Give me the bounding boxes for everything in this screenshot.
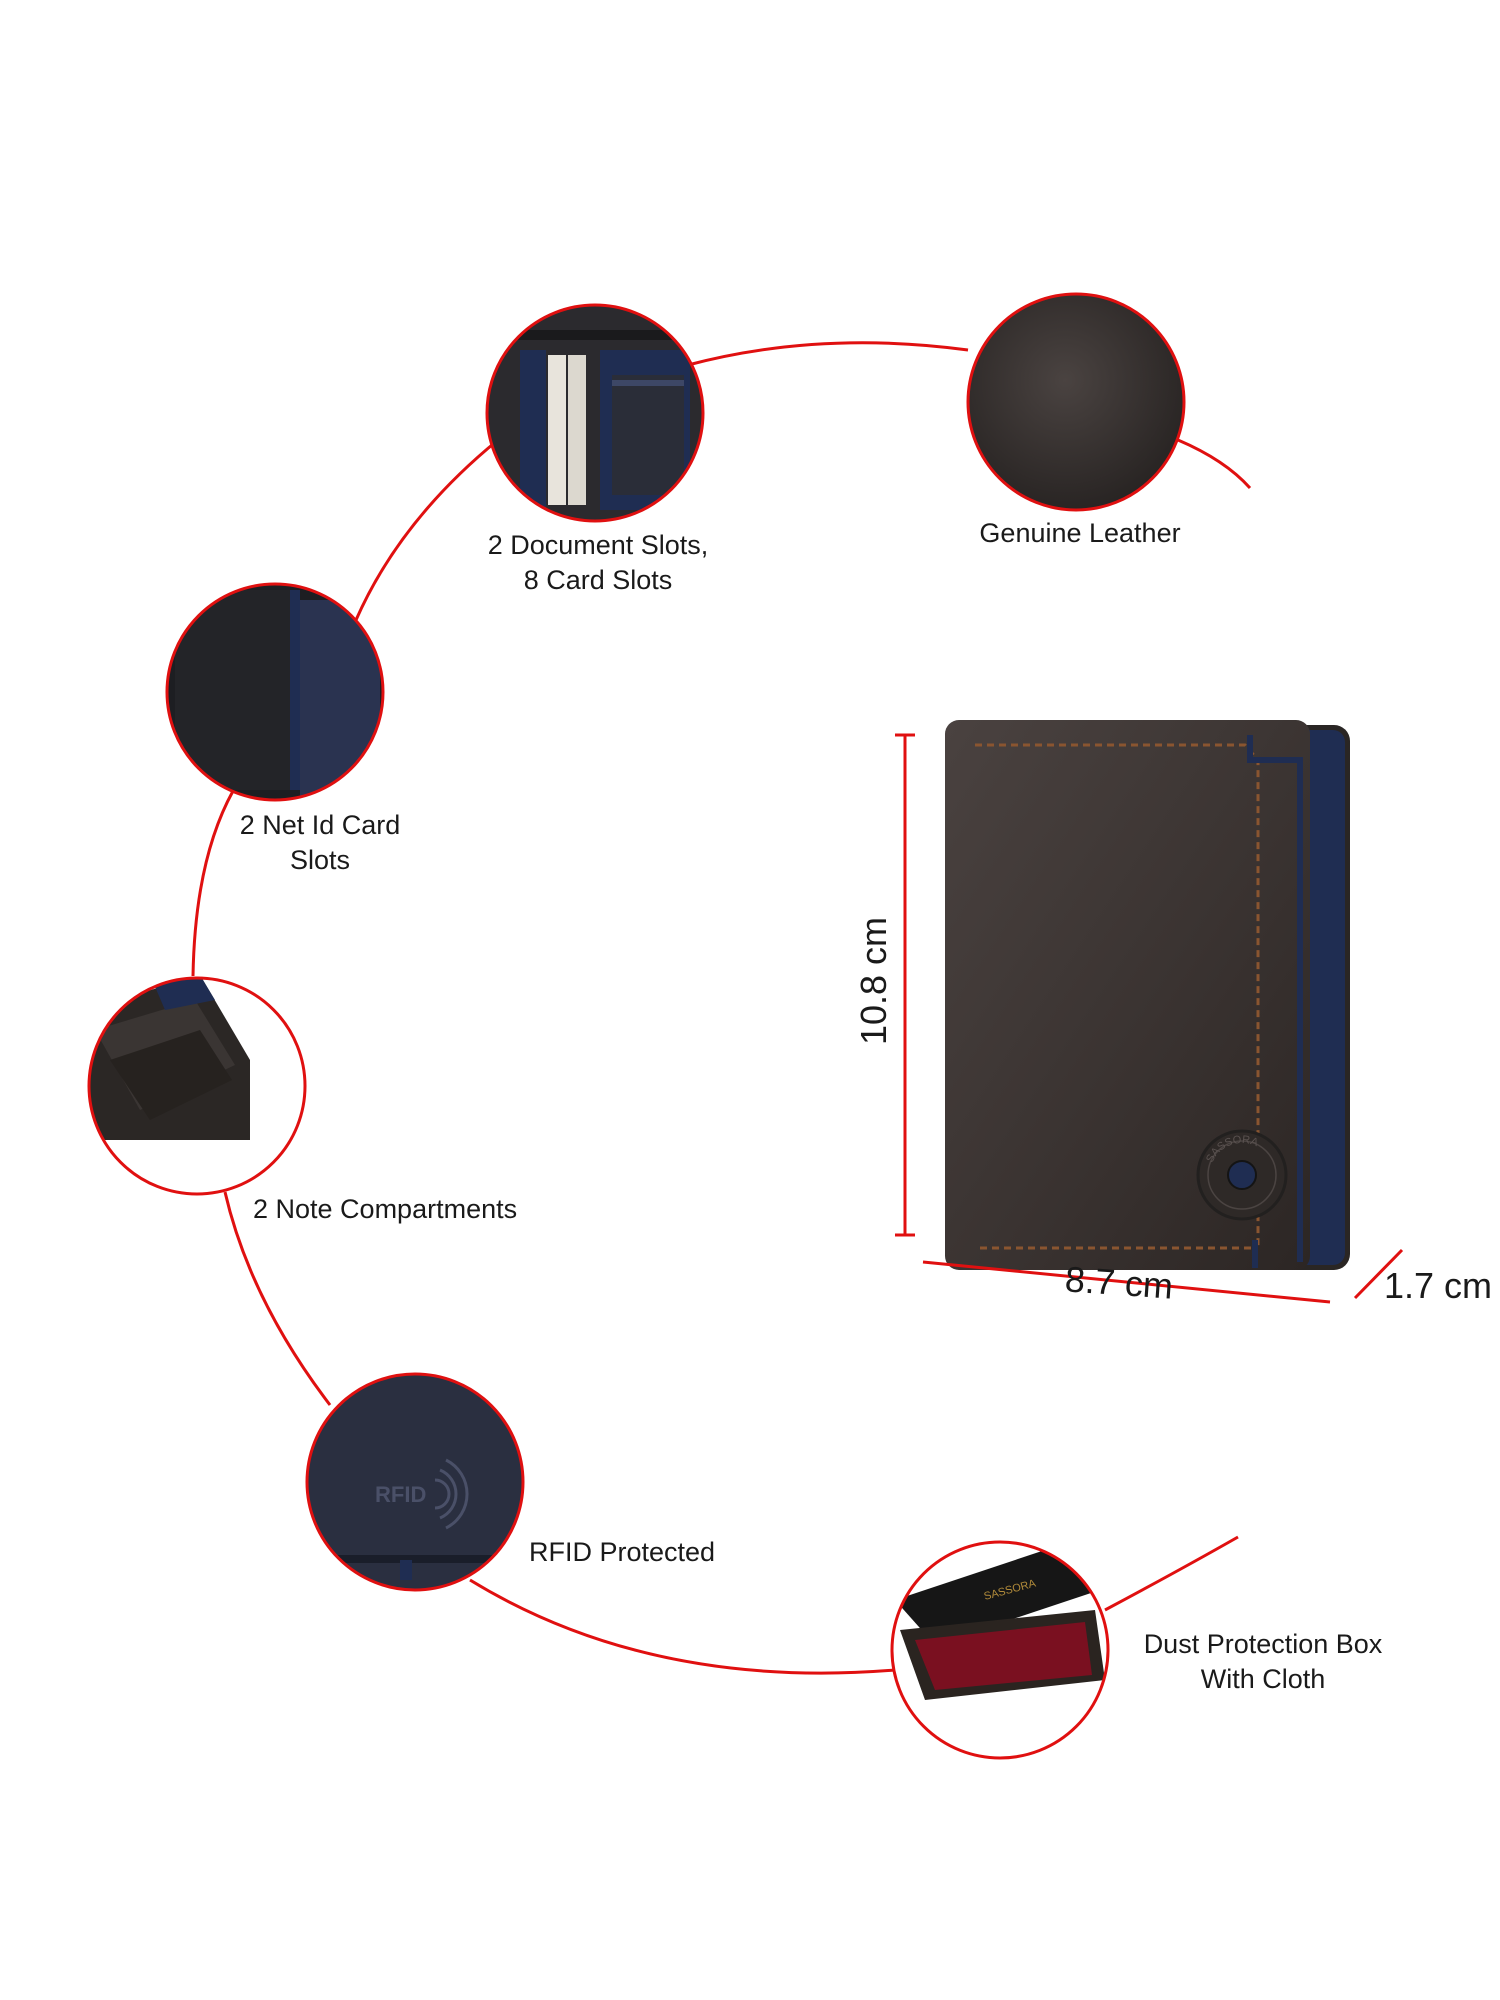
label-document-slots: 2 Document Slots, 8 Card Slots bbox=[487, 530, 709, 595]
label-note-compartments: 2 Note Compartments bbox=[253, 1194, 518, 1224]
note-compartments-thumbnail bbox=[87, 976, 307, 1196]
wallet-product-image: SASSORA bbox=[945, 720, 1350, 1270]
label-net-id-slots: 2 Net Id Card Slots bbox=[239, 810, 401, 875]
dimension-width: 8.7 cm bbox=[1063, 1258, 1175, 1307]
net-id-slots-thumbnail bbox=[165, 582, 385, 802]
genuine-leather-thumbnail bbox=[966, 292, 1186, 512]
document-slots-thumbnail bbox=[485, 303, 705, 523]
dust-box-thumbnail: SASSORA bbox=[890, 1540, 1110, 1760]
label-genuine-leather: Genuine Leather bbox=[979, 518, 1181, 548]
connector-arc bbox=[191, 341, 1252, 1675]
dimension-height: 10.8 cm bbox=[853, 916, 895, 1046]
rfid-emboss-text: RFID bbox=[375, 1482, 426, 1507]
rfid-thumbnail: RFID bbox=[305, 1372, 525, 1592]
label-dust-box: Dust Protection Box With Cloth bbox=[1143, 1629, 1383, 1694]
label-rfid: RFID Protected bbox=[529, 1537, 716, 1567]
dimension-depth: 1.7 cm bbox=[1384, 1265, 1493, 1306]
rfid-emboss-icon bbox=[434, 1458, 469, 1530]
dimension-lines bbox=[895, 733, 1404, 1304]
wallet-logo-button: SASSORA bbox=[1196, 1129, 1288, 1221]
